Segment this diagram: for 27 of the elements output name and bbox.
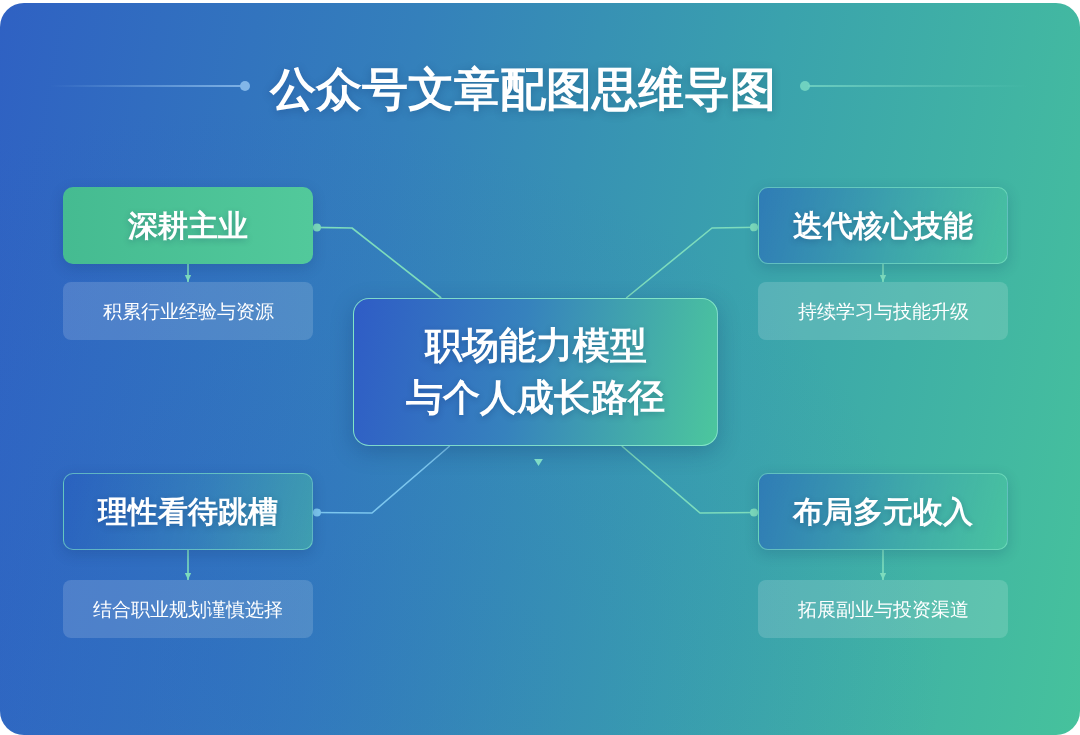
arrow: [184, 263, 192, 283]
branch-connector: [312, 223, 442, 299]
arrow: [879, 549, 887, 581]
central-topic-box: [353, 298, 718, 446]
detail-box: [63, 580, 313, 638]
branch-connector: [312, 445, 451, 517]
branch-title: 布局多元收入: [793, 493, 973, 530]
branch-title: 深耕主业: [128, 207, 248, 244]
detail-text: 持续学习与技能升级: [797, 299, 969, 323]
branch-title: 迭代核心技能: [793, 207, 973, 244]
branch-box: [758, 187, 1008, 264]
arrow: [184, 549, 192, 581]
branch-box: [63, 473, 313, 550]
title: 公众号文章配图思维导图: [270, 61, 776, 118]
detail-box: [758, 282, 1008, 340]
highlighted-branch-box: [63, 187, 313, 264]
branch-title: 理性看待跳槽: [98, 493, 278, 530]
detail-box: [63, 282, 313, 340]
detail-text: 结合职业规划谨慎选择: [93, 597, 283, 621]
detail-text: 拓展副业与投资渠道: [797, 597, 969, 621]
detail-text: 积累行业经验与资源: [102, 299, 274, 323]
central-topic: 职场能力模型与个人成长路径: [406, 323, 665, 421]
arrow: [879, 263, 887, 283]
branch-connector: [625, 223, 759, 299]
branch-connector: [621, 445, 759, 517]
detail-box: [758, 580, 1008, 638]
branch-box: [758, 473, 1008, 550]
